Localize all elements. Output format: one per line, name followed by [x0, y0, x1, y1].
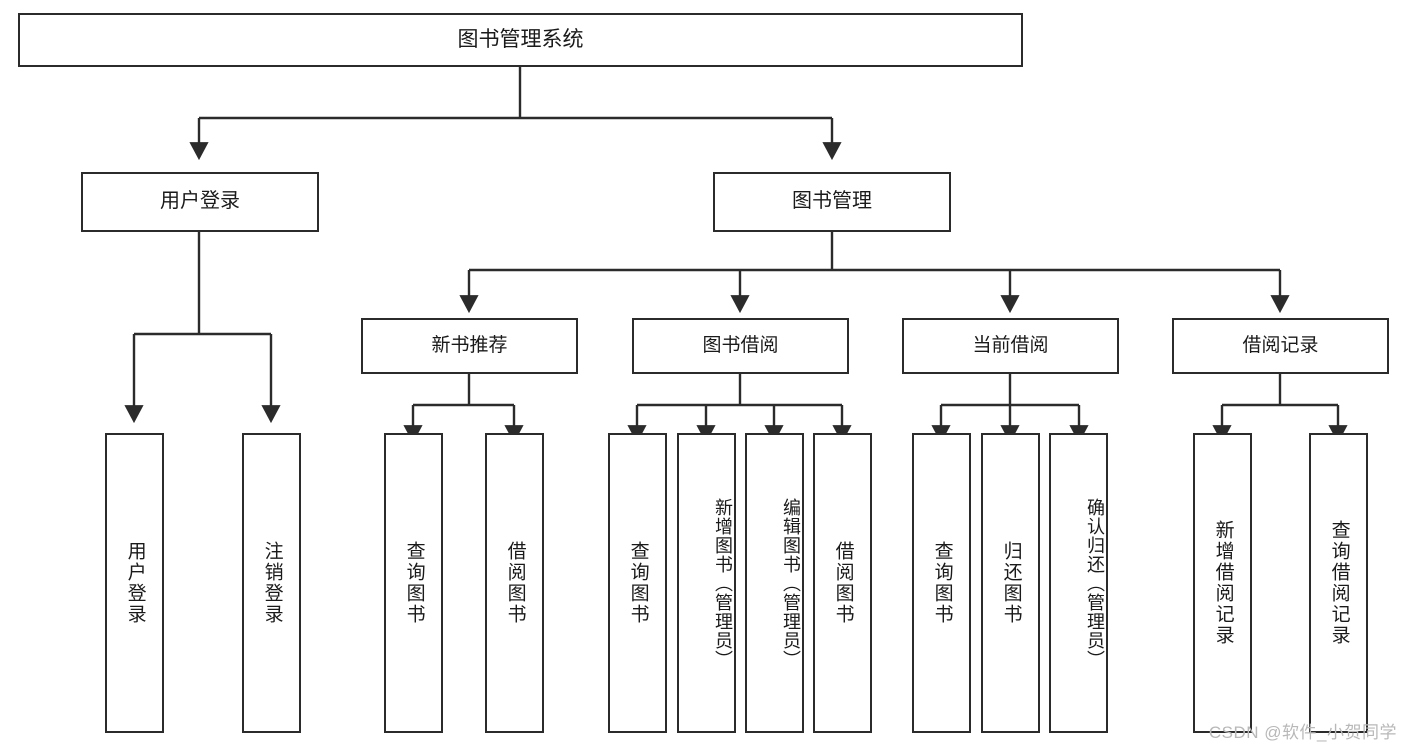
node-label: 借阅图书: [832, 541, 854, 625]
leaf-new-book-query-book[interactable]: 查询图书: [384, 433, 443, 733]
node-root-book-management-system[interactable]: 图书管理系统: [18, 13, 1023, 67]
node-label: 确认归还（管理员）: [1085, 497, 1105, 669]
node-user-login[interactable]: 用户登录: [81, 172, 319, 232]
node-label: 用户登录: [124, 541, 146, 625]
node-label: 查询借阅记录: [1328, 520, 1350, 646]
leaf-borrow-edit-book-admin[interactable]: 编辑图书（管理员）: [745, 433, 804, 733]
node-label: 查询图书: [931, 541, 953, 625]
node-label: 查询图书: [627, 541, 649, 625]
node-label: 图书管理系统: [457, 27, 584, 51]
node-book-management[interactable]: 图书管理: [713, 172, 951, 232]
leaf-current-query-book[interactable]: 查询图书: [912, 433, 971, 733]
node-label: 新增借阅记录: [1212, 520, 1234, 646]
leaf-borrow-borrow-book[interactable]: 借阅图书: [813, 433, 872, 733]
leaf-current-return-book[interactable]: 归还图书: [981, 433, 1040, 733]
node-label: 新增图书（管理员）: [713, 497, 733, 669]
node-borrowing-record[interactable]: 借阅记录: [1172, 318, 1389, 374]
leaf-user-login-login[interactable]: 用户登录: [105, 433, 164, 733]
node-label: 借阅图书: [504, 541, 526, 625]
node-book-borrowing[interactable]: 图书借阅: [632, 318, 849, 374]
node-label: 用户登录: [160, 190, 240, 213]
node-label: 图书管理: [792, 190, 872, 213]
watermark-csdn: CSDN @软件_小贺同学: [1208, 723, 1397, 742]
node-label: 借阅记录: [1242, 334, 1319, 356]
node-label: 查询图书: [403, 541, 425, 625]
leaf-borrow-add-book-admin[interactable]: 新增图书（管理员）: [677, 433, 736, 733]
node-label: 归还图书: [1000, 541, 1022, 625]
node-label: 当前借阅: [972, 334, 1049, 356]
leaf-borrow-query-book[interactable]: 查询图书: [608, 433, 667, 733]
node-label: 注销登录: [261, 541, 283, 625]
leaf-current-confirm-return-admin[interactable]: 确认归还（管理员）: [1049, 433, 1108, 733]
node-current-borrowing[interactable]: 当前借阅: [902, 318, 1119, 374]
leaf-new-book-borrow-book[interactable]: 借阅图书: [485, 433, 544, 733]
leaf-record-query-borrow-record[interactable]: 查询借阅记录: [1309, 433, 1368, 733]
leaf-user-login-logout[interactable]: 注销登录: [242, 433, 301, 733]
node-label: 编辑图书（管理员）: [781, 497, 801, 669]
leaf-record-add-borrow-record[interactable]: 新增借阅记录: [1193, 433, 1252, 733]
node-new-book-recommendation[interactable]: 新书推荐: [361, 318, 578, 374]
node-label: 新书推荐: [431, 334, 508, 356]
node-label: 图书借阅: [702, 334, 779, 356]
